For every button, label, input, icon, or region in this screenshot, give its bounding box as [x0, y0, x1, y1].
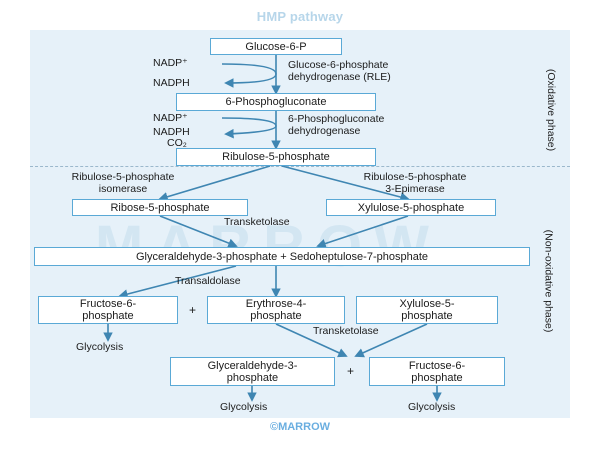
phase-divider [30, 166, 570, 167]
footer-copyright: ©MARROW [269, 421, 331, 433]
product-glycolysis-1: Glycolysis [76, 341, 124, 353]
cofactor-nadph-1: NADPH [153, 77, 190, 89]
product-glycolysis-2: Glycolysis [220, 401, 268, 413]
phase-label-non-oxidative: (Non-oxidative phase) [542, 229, 555, 333]
plus-sign-2: + [347, 364, 355, 378]
cofactor-nadp-1: NADP⁺ [153, 57, 188, 69]
enzyme-g6pd: Glucose-6-phosphate dehydrogenase (RLE) [288, 59, 391, 83]
cofactor-co2: CO₂ [167, 137, 187, 149]
plus-sign-1: + [189, 303, 197, 317]
node-xylulose-5-phosphate: Xylulose-5-phosphate [326, 199, 496, 216]
node-glyceraldehyde-3-phosphate: Glyceraldehyde-3- phosphate [170, 357, 335, 386]
arrow-nadp-to-nadph-2 [221, 117, 277, 139]
node-erythrose-4-phosphate: Erythrose-4- phosphate [207, 296, 345, 324]
watermark: MARROW [95, 213, 441, 280]
enzyme-transaldolase: Transaldolase [175, 275, 241, 287]
node-6-phosphogluconate: 6-Phosphogluconate [176, 93, 376, 111]
node-ribulose-5-phosphate: Ribulose-5-phosphate [176, 148, 376, 166]
node-glucose-6-p: Glucose-6-P [210, 38, 342, 55]
arrow-r5p-to-g3p-s7p [159, 215, 238, 248]
node-ribose-5-phosphate: Ribose-5-phosphate [72, 199, 248, 216]
enzyme-epimerase: Ribulose-5-phosphate 3-Epimerase [363, 171, 467, 195]
arrow-g3p-s7p-to-f6p [118, 265, 237, 299]
product-glycolysis-3: Glycolysis [408, 401, 456, 413]
enzyme-transketolase-2: Transketolase [313, 325, 379, 337]
arrow-ru5p-to-xu5p [281, 165, 410, 202]
cofactor-nadp-2: NADP⁺ [153, 112, 188, 124]
node-fructose-6-phosphate: Fructose-6- phosphate [38, 296, 178, 324]
enzyme-isomerase: Ribulose-5-phosphate isomerase [71, 171, 175, 195]
arrow-nadp-to-nadph-1 [221, 63, 277, 88]
arrow-e4p-to-products [275, 323, 348, 358]
enzyme-6pgd: 6-Phosphogluconate dehydrogenase [288, 113, 385, 137]
node-g3p-plus-s7p: Glyceraldehyde-3-phosphate + Sedoheptulo… [34, 247, 530, 266]
node-xylulose-5-phosphate-b: Xylulose-5- phosphate [356, 296, 498, 324]
node-fructose-6-phosphate-b: Fructose-6- phosphate [369, 357, 505, 386]
arrow-xu5p-b-to-products [354, 323, 428, 358]
enzyme-transketolase-1: Transketolase [224, 216, 290, 228]
diagram-title: HMP pathway [256, 9, 344, 24]
arrow-xu5p-to-g3p-s7p [316, 215, 409, 249]
cofactor-nadph-2: NADPH [153, 126, 190, 138]
arrow-ru5p-to-r5p [158, 165, 271, 202]
phase-label-oxidative: (Oxidative phase) [545, 68, 558, 152]
